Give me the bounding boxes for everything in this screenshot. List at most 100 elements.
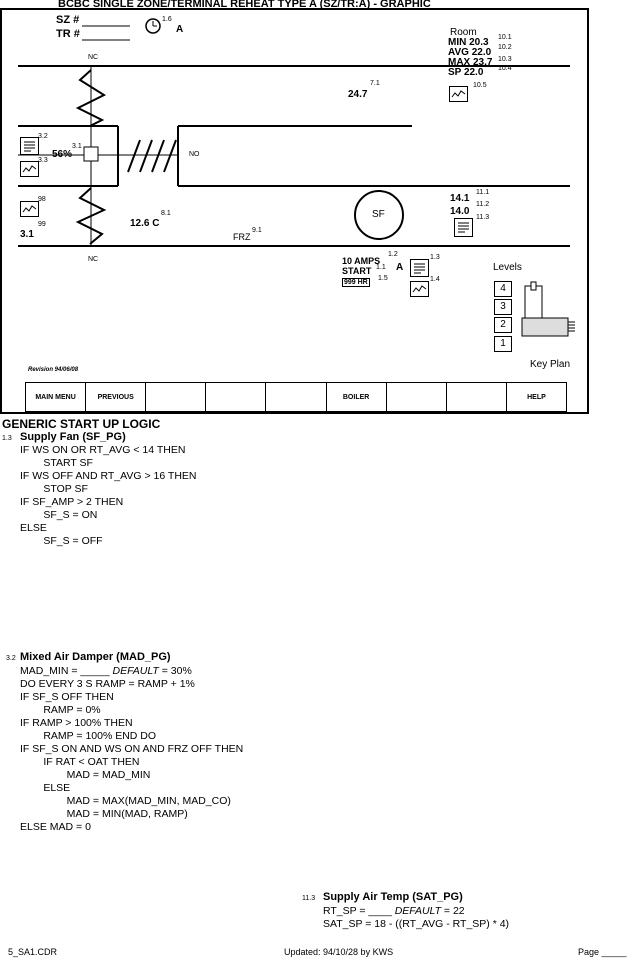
tr-label: TR # bbox=[56, 28, 80, 40]
help-button[interactable]: HELP bbox=[506, 383, 566, 411]
sz-label: SZ # bbox=[56, 14, 80, 26]
oat-trend-ref: 98 bbox=[38, 196, 46, 203]
mad-line: MAD = MAX(MAD_MIN, MAD_CO) bbox=[20, 795, 231, 807]
fan-trend-icon[interactable] bbox=[410, 281, 429, 297]
fan-label: SF bbox=[372, 209, 385, 220]
fan-amps-suffix: A bbox=[396, 262, 404, 273]
oat-trend-icon[interactable] bbox=[20, 201, 39, 217]
mad-line: IF SF_S OFF THEN bbox=[20, 691, 114, 703]
mad-line: DO EVERY 3 S RAMP = RAMP + 1% bbox=[20, 678, 195, 690]
revision-label: Revision 94/06/08 bbox=[28, 367, 79, 373]
level-2-button[interactable]: 2 bbox=[494, 317, 512, 333]
level-4-button[interactable]: 4 bbox=[494, 281, 512, 297]
room-ref-3: 10.3 bbox=[498, 56, 512, 63]
mixed-air-temp: 12.6 C bbox=[130, 218, 160, 229]
previous-button[interactable]: PREVIOUS bbox=[86, 383, 147, 411]
frz-ref: 9.1 bbox=[252, 227, 262, 234]
mixed-air-temp-ref: 8.1 bbox=[161, 210, 171, 217]
fan-logic-ref: 1.3 bbox=[2, 435, 12, 442]
oat-ref: 99 bbox=[38, 221, 46, 228]
sat-logic-title: Supply Air Temp (SAT_PG) bbox=[323, 891, 463, 903]
supply-temp: 14.1 bbox=[450, 193, 470, 204]
mad-line: RAMP = 0% bbox=[20, 704, 101, 716]
room-ref-4: 10.4 bbox=[498, 65, 512, 72]
damper-top bbox=[75, 69, 107, 127]
supply-ref-1: 11.1 bbox=[476, 189, 490, 196]
room-sp: SP 22.0 bbox=[448, 67, 484, 78]
fan-line: IF SF_AMP > 2 THEN bbox=[20, 496, 124, 508]
damper-percent: 56% bbox=[52, 149, 73, 160]
damper-trend-ref: 3.3 bbox=[38, 157, 48, 164]
fan-line: START SF bbox=[20, 457, 93, 469]
damper-doc-icon[interactable] bbox=[20, 137, 39, 155]
no-label: NO bbox=[189, 151, 200, 158]
boiler-button[interactable]: BOILER bbox=[326, 383, 387, 411]
level-1-button[interactable]: 1 bbox=[494, 336, 512, 352]
fan-amps: 10 AMPS bbox=[342, 256, 381, 266]
room-ref-1: 10.1 bbox=[498, 34, 512, 41]
nav-button-7[interactable] bbox=[386, 383, 447, 411]
sat-logic-line2: SAT_SP = 18 - ((RT_AVG - RT_SP) * 4) bbox=[323, 918, 510, 930]
room-trend-icon[interactable] bbox=[449, 86, 468, 102]
page-title: BCBC SINGLE ZONE/TERMINAL REHEAT TYPE A … bbox=[58, 0, 431, 10]
duct-diagram bbox=[18, 18, 575, 337]
oat-value: 3.1 bbox=[20, 229, 34, 240]
clock-ref: 1.6 bbox=[162, 16, 172, 23]
key-plan-label: Key Plan bbox=[530, 359, 571, 370]
nav-button-5[interactable] bbox=[266, 383, 327, 411]
nc-bottom-label: NC bbox=[88, 256, 99, 263]
sat-logic-line1: RT_SP = ____ DEFAULT = 22 bbox=[323, 905, 465, 917]
fan-logic-title: Supply Fan (SF_PG) bbox=[20, 431, 126, 443]
room-avg: AVG 22.0 bbox=[448, 47, 492, 58]
mad-line: MAD = MAD_MIN bbox=[20, 769, 151, 781]
mad-line: MAD = MIN(MAD, RAMP) bbox=[20, 808, 188, 820]
nav-bar: MAIN MENU PREVIOUS BOILER HELP bbox=[25, 382, 567, 412]
footer-file: 5_SA1.CDR bbox=[8, 947, 58, 957]
level-3-button[interactable]: 3 bbox=[494, 299, 512, 315]
nc-top-label: NC bbox=[88, 54, 99, 61]
room-min: MIN 20.3 bbox=[448, 37, 489, 48]
damper-trend-icon[interactable] bbox=[20, 161, 39, 177]
damper-doc-ref: 3.2 bbox=[38, 133, 48, 140]
fan-line: SF_S = ON bbox=[20, 509, 98, 521]
return-temp-ref: 7.1 bbox=[370, 80, 380, 87]
mad-logic-line1: MAD_MIN = _____ DEFAULT = 30% bbox=[20, 665, 192, 677]
main-menu-button[interactable]: MAIN MENU bbox=[26, 383, 87, 411]
supply-doc-icon[interactable] bbox=[454, 218, 473, 237]
clock-suffix: A bbox=[176, 24, 184, 35]
fan-line: IF WS ON OR RT_AVG < 14 THEN bbox=[20, 444, 186, 456]
fan-line: IF WS OFF AND RT_AVG > 16 THEN bbox=[20, 470, 197, 482]
mad-line: IF RAMP > 100% THEN bbox=[20, 717, 133, 729]
mad-line: IF SF_S ON AND WS ON AND FRZ OFF THEN bbox=[20, 743, 244, 755]
damper-ref: 3.1 bbox=[72, 143, 82, 150]
supply-setpoint: 14.0 bbox=[450, 206, 470, 217]
mad-line: IF RAT < OAT THEN bbox=[20, 756, 140, 768]
graphic-panel bbox=[0, 8, 589, 414]
supply-fan bbox=[354, 190, 404, 240]
return-temp: 24.7 bbox=[348, 89, 368, 100]
mad-line: ELSE MAD = 0 bbox=[20, 821, 91, 833]
sat-logic-ref: 11.3 bbox=[302, 895, 316, 902]
logic-heading: GENERIC START UP LOGIC bbox=[2, 417, 161, 431]
levels-label: Levels bbox=[493, 262, 522, 273]
nav-button-4[interactable] bbox=[206, 383, 267, 411]
mad-logic-code: DO EVERY 3 S RAMP = RAMP + 1%IF SF_S OFF… bbox=[20, 678, 243, 834]
footer-updated: Updated: 94/10/28 by KWS bbox=[284, 947, 394, 957]
supply-ref-3: 11.3 bbox=[476, 214, 490, 221]
supply-ref-2: 11.2 bbox=[476, 201, 490, 208]
fan-trend-ref: 1.4 bbox=[430, 276, 440, 283]
nav-button-3[interactable] bbox=[146, 383, 207, 411]
fan-amps-ref: 1.2 bbox=[388, 251, 398, 258]
fan-line: STOP SF bbox=[20, 483, 88, 495]
fan-doc-icon[interactable] bbox=[410, 259, 429, 277]
footer-page: Page _____ bbox=[578, 947, 627, 957]
fan-start: START bbox=[342, 266, 372, 276]
fan-hours: 999 HR bbox=[342, 278, 370, 287]
fan-start-ref: 1.1 bbox=[376, 264, 386, 271]
room-ref-2: 10.2 bbox=[498, 44, 512, 51]
mad-line: RAMP = 100% END DO bbox=[20, 730, 157, 742]
fan-line: ELSE bbox=[20, 522, 47, 534]
nav-button-8[interactable] bbox=[446, 383, 507, 411]
damper-bottom bbox=[75, 187, 107, 245]
